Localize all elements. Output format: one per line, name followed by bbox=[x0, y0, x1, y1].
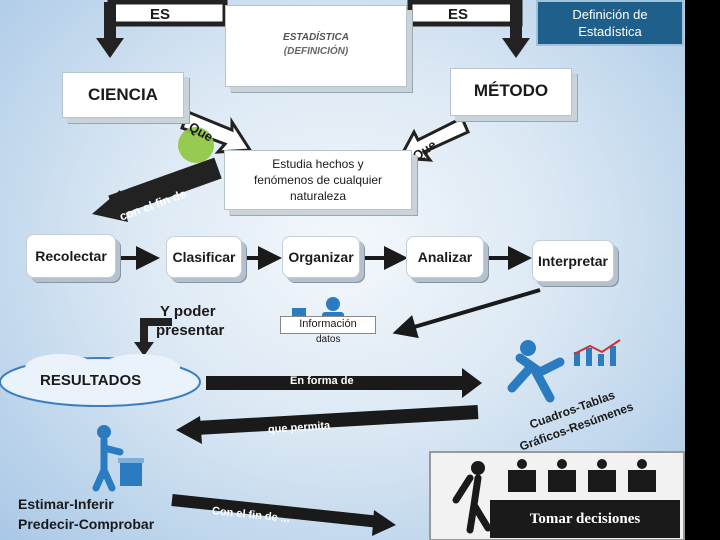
estimar-line1: Estimar-Inferir bbox=[18, 496, 114, 512]
informacion-label: Información bbox=[281, 318, 375, 330]
ciencia-box: CIENCIA bbox=[62, 72, 184, 118]
step-recolectar: Recolectar bbox=[26, 234, 116, 278]
estudia-box: Estudia hechos y fenómenos de cualquier … bbox=[224, 150, 412, 210]
en-forma-de-label: En forma de bbox=[290, 375, 354, 387]
estudia-line2: fenómenos de cualquier bbox=[225, 173, 411, 187]
slide-title-line1: Definición de bbox=[572, 6, 647, 23]
y-poder-line2: presentar bbox=[156, 322, 224, 339]
informacion-box: Información bbox=[280, 316, 376, 334]
resultados-label: RESULTADOS bbox=[40, 372, 141, 389]
metodo-label: MÉTODO bbox=[451, 81, 571, 101]
diagram-canvas: ESTADÍSTICA (DEFINICIÓN) ES ES CIENCIA M… bbox=[0, 0, 685, 540]
runner-icon bbox=[512, 340, 560, 398]
step-clasificar: Clasificar bbox=[166, 236, 242, 278]
interpretar-to-info-arrow bbox=[404, 290, 540, 330]
step-interpretar: Interpretar bbox=[532, 240, 614, 282]
estadistica-subtitle: (DEFINICIÓN) bbox=[226, 46, 406, 57]
voter-icon bbox=[96, 425, 144, 488]
slide-title-line2: Estadística bbox=[578, 23, 642, 40]
step-organizar: Organizar bbox=[282, 236, 360, 278]
estadistica-title: ESTADÍSTICA bbox=[226, 32, 406, 43]
bar-chart-icon bbox=[574, 340, 620, 366]
estadistica-box: ESTADÍSTICA (DEFINICIÓN) bbox=[225, 5, 407, 87]
con-el-fin-arrow bbox=[92, 168, 218, 222]
estudia-line1: Estudia hechos y bbox=[225, 157, 411, 171]
es-right-arrow bbox=[410, 2, 530, 58]
estimar-line2: Predecir-Comprobar bbox=[18, 516, 154, 532]
es-left-label: ES bbox=[150, 6, 170, 23]
tomar-decisiones-label: Tomar decisiones bbox=[490, 500, 680, 538]
right-black-margin bbox=[685, 0, 720, 540]
y-poder-line1: Y poder bbox=[160, 303, 216, 320]
step-analizar: Analizar bbox=[406, 236, 484, 278]
slide-title-box: Definición de Estadística bbox=[536, 0, 684, 46]
es-right-label: ES bbox=[448, 6, 468, 23]
datos-label: datos bbox=[316, 334, 340, 345]
metodo-box: MÉTODO bbox=[450, 68, 572, 116]
estudia-line3: naturaleza bbox=[225, 189, 411, 203]
ciencia-label: CIENCIA bbox=[63, 85, 183, 105]
